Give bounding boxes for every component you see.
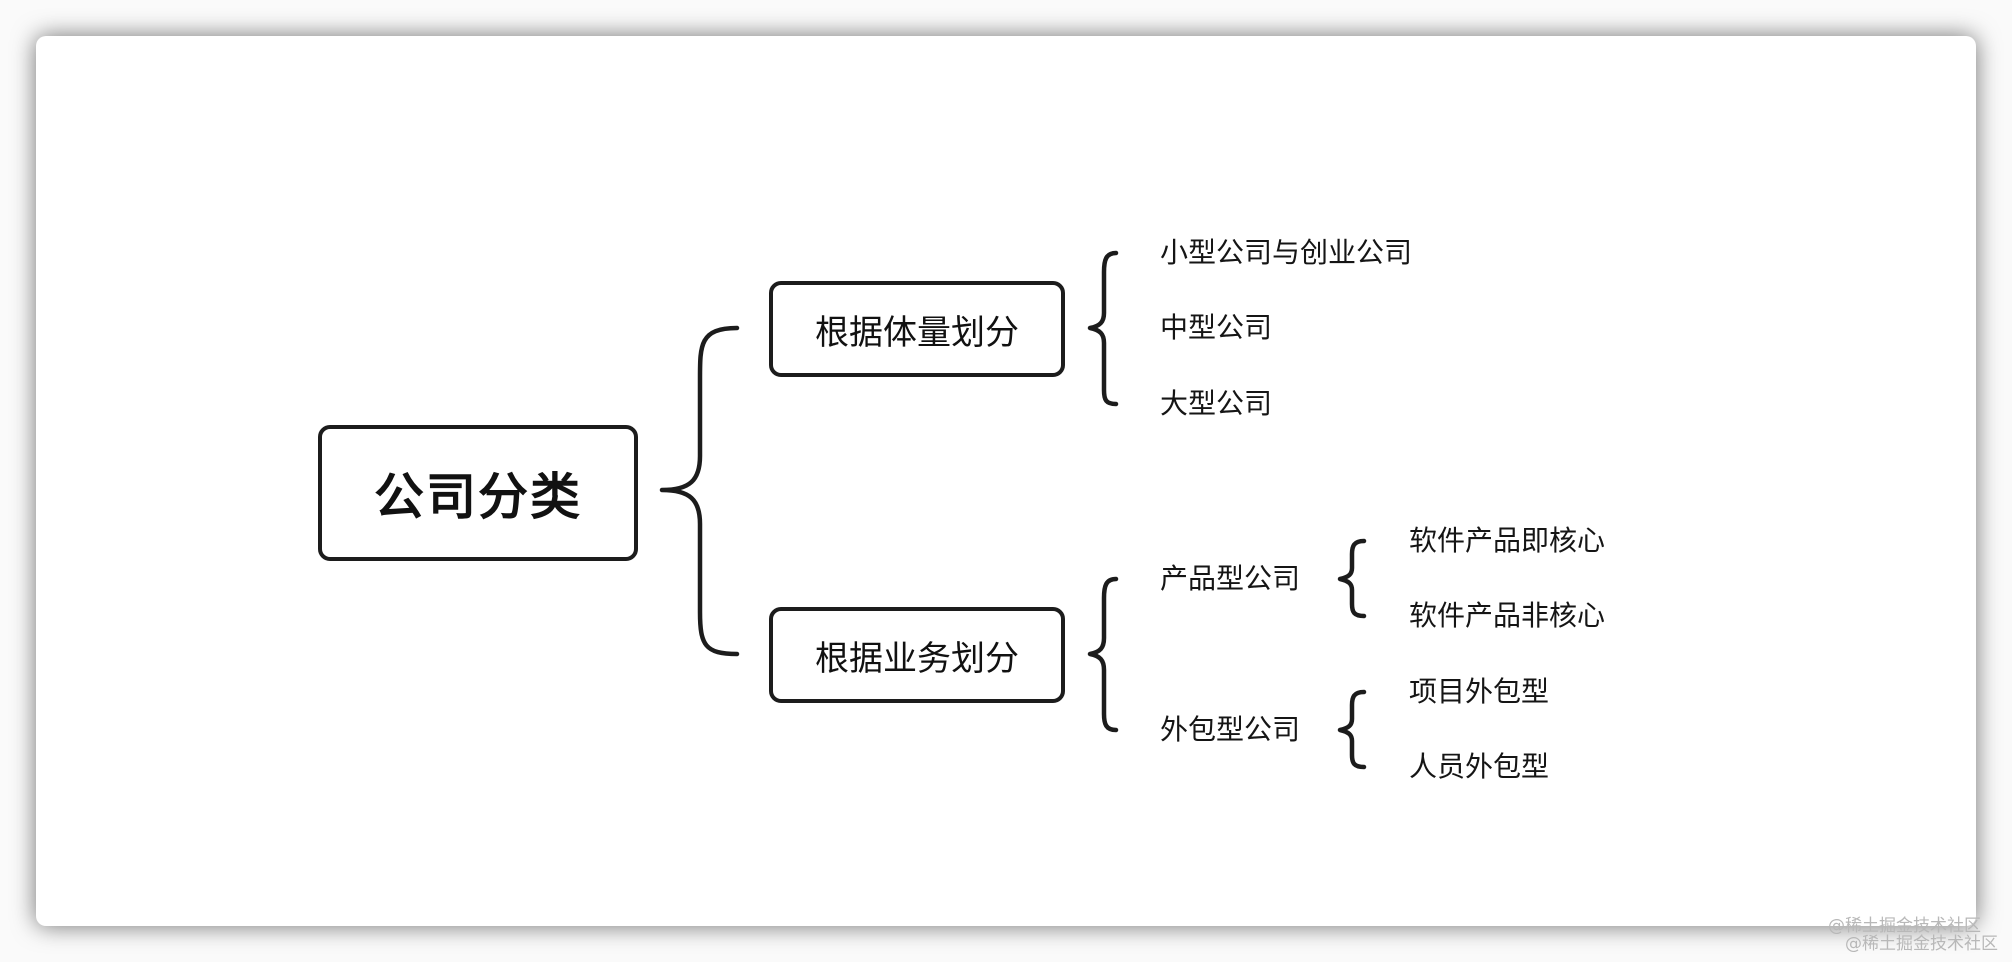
subbranch-product: 产品型公司 (1160, 562, 1301, 595)
leaf-software-core: 软件产品即核心 (1409, 524, 1606, 557)
leaf-project-outsourcing: 项目外包型 (1409, 675, 1550, 708)
root-brace (659, 325, 740, 657)
branch-node-size: 根据体量划分 (769, 281, 1065, 377)
leaf-small-startup: 小型公司与创业公司 (1160, 236, 1413, 269)
size-brace (1087, 250, 1119, 407)
leaf-software-noncore: 软件产品非核心 (1409, 599, 1606, 632)
product-brace (1337, 538, 1367, 619)
watermark-text-shadow: @稀土掘金技术社区 (1845, 934, 1998, 954)
watermark-text: @稀土掘金技术社区 (1828, 916, 1981, 936)
root-node: 公司分类 (318, 425, 638, 561)
subbranch-outsourcing: 外包型公司 (1160, 713, 1301, 746)
outsourcing-brace (1337, 689, 1367, 770)
leaf-medium: 中型公司 (1160, 311, 1273, 344)
leaf-large: 大型公司 (1160, 387, 1273, 420)
business-brace (1087, 576, 1119, 733)
leaf-staff-outsourcing: 人员外包型 (1409, 750, 1550, 783)
branch-node-business: 根据业务划分 (769, 607, 1065, 703)
